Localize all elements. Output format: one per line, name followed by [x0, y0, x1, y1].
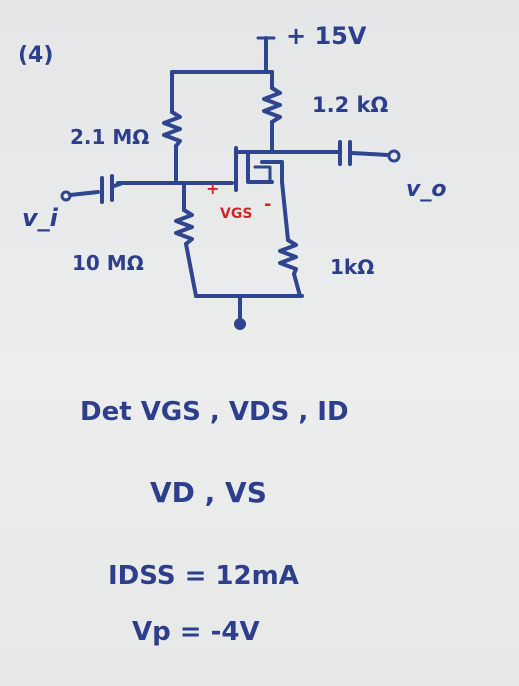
input-label: v_i	[22, 204, 59, 232]
source-ground-wire	[292, 272, 302, 298]
vgs-minus-sign: -	[264, 194, 271, 215]
input-cap-lead	[112, 182, 122, 188]
gate-top-resistor-label: 2.1 MΩ	[70, 125, 149, 149]
problem-number: (4)	[18, 43, 53, 68]
jfet-inner	[253, 165, 272, 182]
vgs-annotation: VGS	[220, 206, 252, 222]
source-resistor	[278, 238, 298, 276]
gate-bottom-resistor	[174, 208, 194, 246]
supply-label: + 15V	[286, 22, 367, 50]
output-lead	[350, 151, 390, 157]
input-lead	[68, 190, 100, 197]
gate-ground-wire	[184, 242, 198, 298]
ground-icon	[234, 318, 246, 330]
jfet-body	[246, 150, 274, 184]
task-line-2: VD , VS	[150, 476, 267, 509]
task-line-1: Det VGS , VDS , ID	[80, 397, 349, 427]
drain-resistor	[262, 86, 282, 124]
vp-value: Vp = -4V	[132, 617, 260, 647]
source-wire	[280, 180, 290, 242]
input-terminal	[60, 190, 72, 202]
jfet-source-lead	[260, 160, 284, 184]
vgs-plus-sign: +	[206, 179, 219, 198]
idss-value: IDSS = 12mA	[108, 561, 299, 591]
gate-bottom-resistor-label: 10 MΩ	[72, 251, 144, 275]
source-resistor-label: 1kΩ	[330, 255, 374, 279]
gate-top-resistor	[162, 110, 182, 148]
output-label: v_o	[406, 177, 446, 202]
drain-resistor-label: 1.2 kΩ	[312, 93, 388, 117]
output-terminal	[387, 149, 401, 163]
